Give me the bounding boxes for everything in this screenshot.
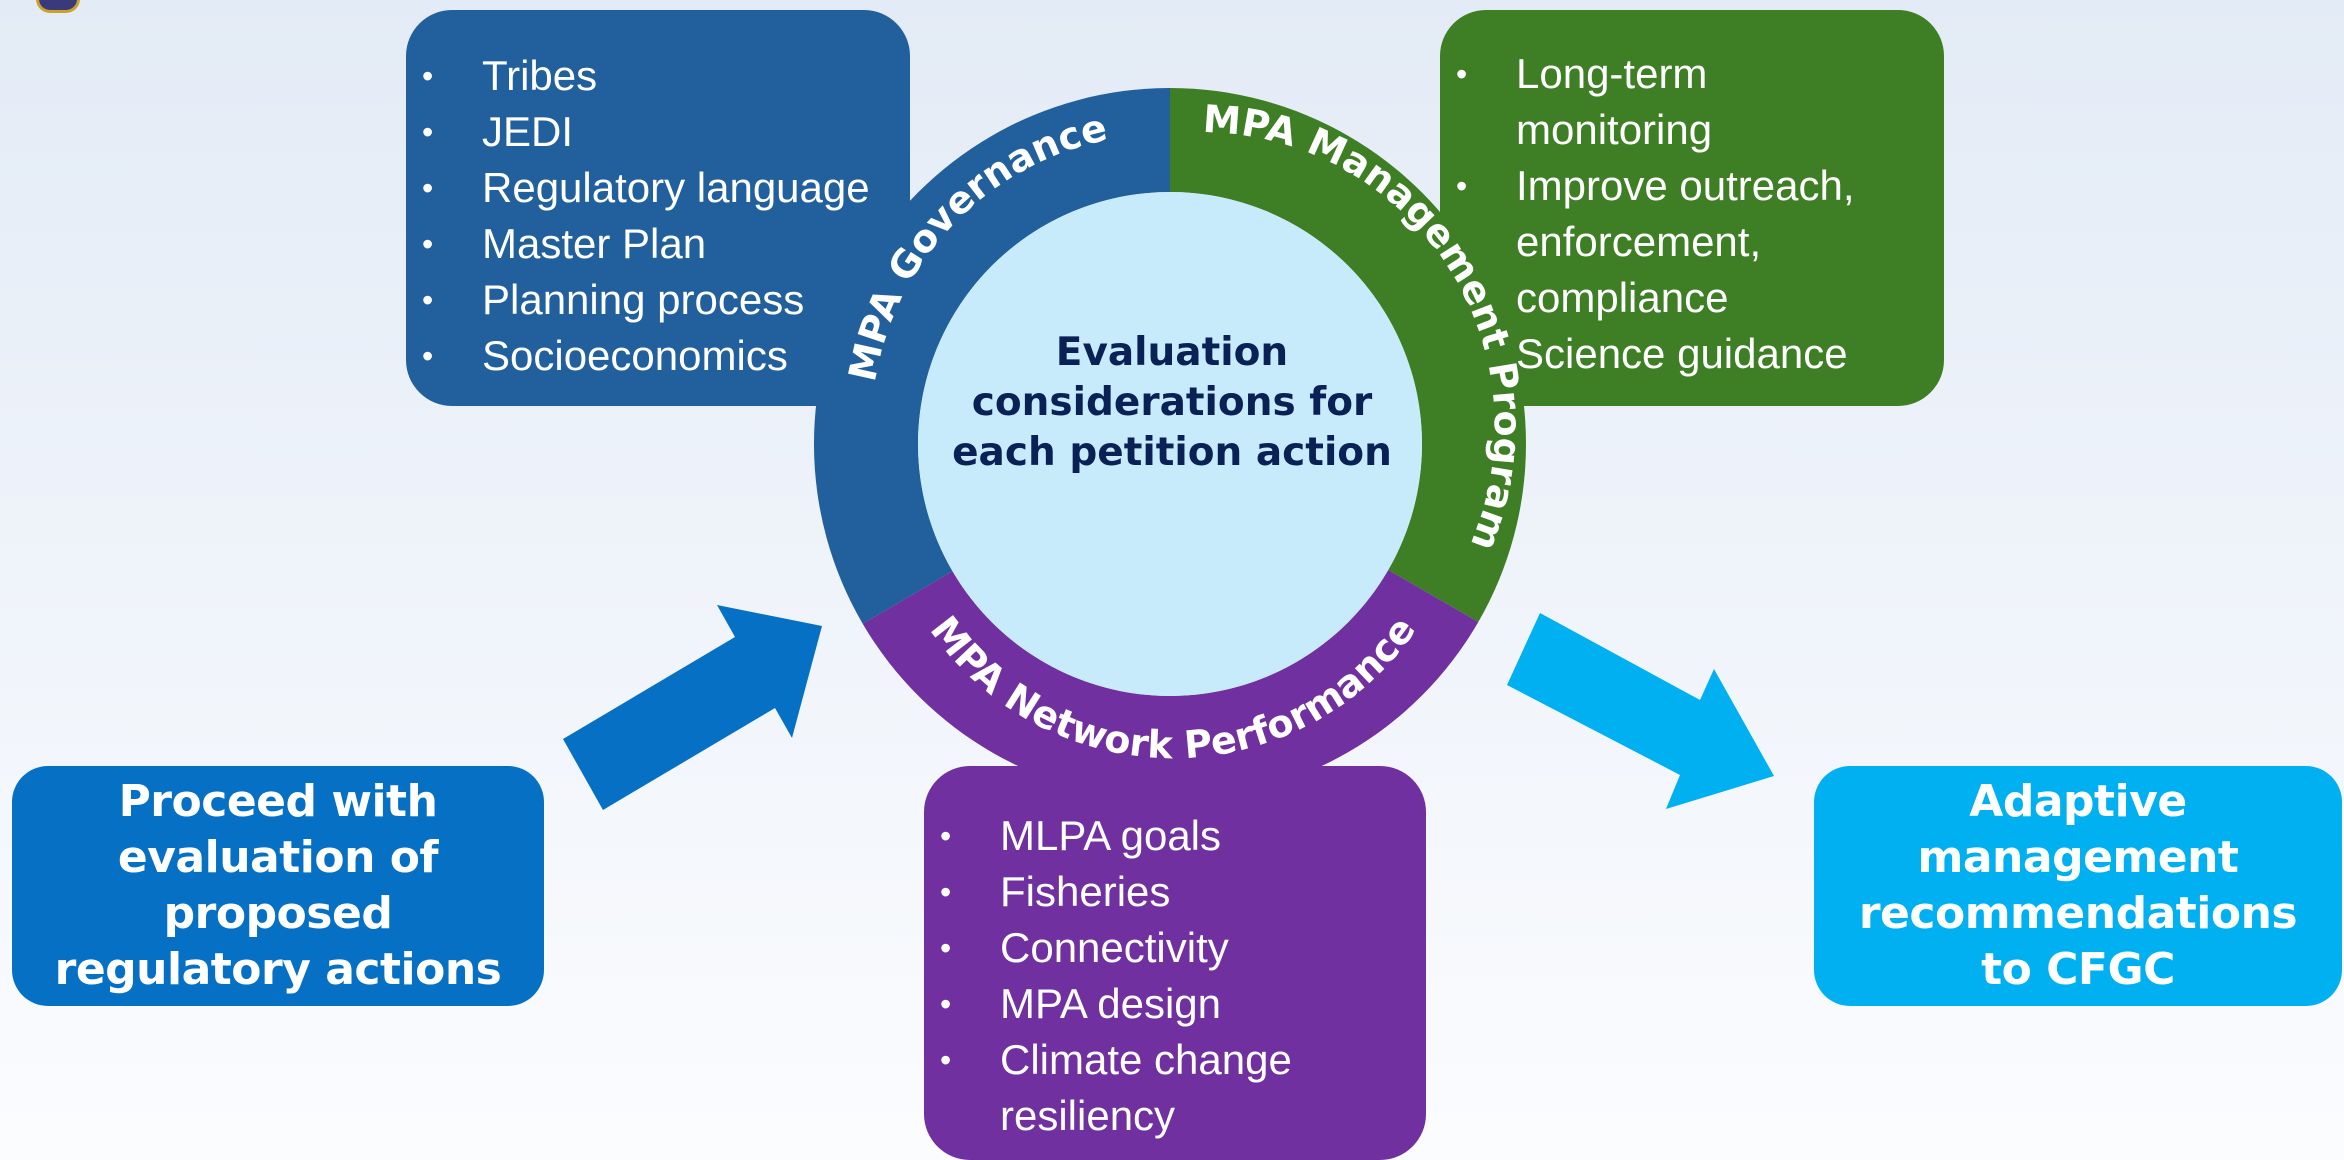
management-considerations-box: Long-term monitoring Improve outreach, e… xyxy=(1440,10,1944,406)
arrow-right-icon xyxy=(1507,613,1774,809)
adaptive-label: Adaptive management recommendations to C… xyxy=(1858,776,2298,995)
adaptive-management-box: Adaptive management recommendations to C… xyxy=(1814,766,2342,1006)
list-item: Climate change xyxy=(924,1032,1426,1088)
list-item-continuation: compliance xyxy=(1516,274,1729,321)
list-item: MLPA goals xyxy=(924,808,1426,864)
list-item: Improve outreach, xyxy=(1440,158,1944,214)
list-item: Master Plan xyxy=(406,216,910,272)
list-item: MPA design xyxy=(924,976,1426,1032)
center-disc xyxy=(918,192,1422,696)
governance-considerations-box: Tribes JEDI Regulatory language Master P… xyxy=(406,10,910,406)
network-segment xyxy=(862,570,1479,801)
arrow-left-icon xyxy=(563,605,822,810)
list-item: Tribes xyxy=(406,48,910,104)
center-title: Evaluation considerations for each petit… xyxy=(952,330,1392,475)
list-item: Socioeconomics xyxy=(406,328,910,384)
list-item: Fisheries xyxy=(924,864,1426,920)
governance-list: Tribes JEDI Regulatory language Master P… xyxy=(406,48,910,384)
list-item-continuation: enforcement, xyxy=(1516,218,1762,265)
list-item: Planning process xyxy=(406,272,910,328)
management-segment xyxy=(1170,88,1526,622)
list-item: Regulatory language xyxy=(406,160,910,216)
list-item-continuation: monitoring xyxy=(1516,106,1713,153)
list-item: Long-term xyxy=(1440,46,1944,102)
network-considerations-box: MLPA goals Fisheries Connectivity MPA de… xyxy=(924,766,1426,1160)
list-item-continuation: resiliency xyxy=(1000,1092,1176,1139)
governance-segment xyxy=(813,87,1170,624)
network-list: MLPA goals Fisheries Connectivity MPA de… xyxy=(924,808,1426,1144)
list-item: JEDI xyxy=(406,104,910,160)
management-list: Long-term monitoring Improve outreach, e… xyxy=(1440,46,1944,382)
proceed-evaluation-box: Proceed with evaluation of proposed regu… xyxy=(12,766,544,1006)
list-item: Connectivity xyxy=(924,920,1426,976)
proceed-label: Proceed with evaluation of proposed regu… xyxy=(54,776,502,995)
